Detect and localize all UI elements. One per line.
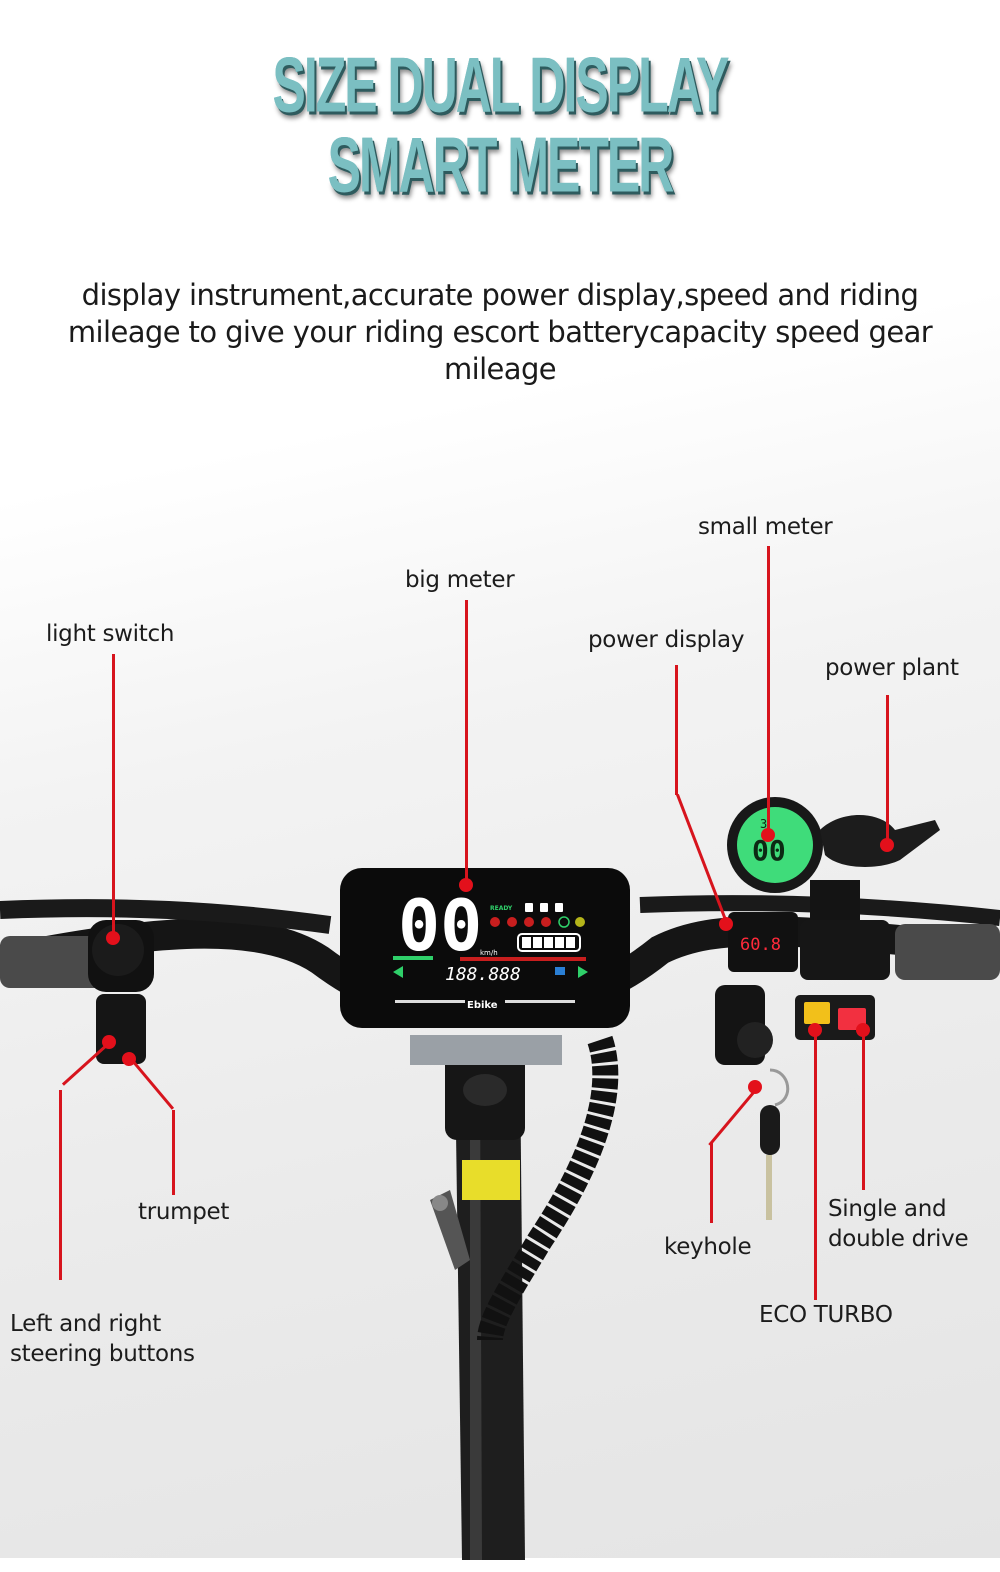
label-power-plant: power plant (825, 655, 959, 681)
description-line-3: mileage (443, 352, 557, 386)
svg-text:Ebike: Ebike (467, 1000, 498, 1011)
line-big-meter (465, 600, 468, 885)
label-small-meter: small meter (698, 514, 833, 540)
label-power-display: power display (588, 627, 745, 653)
dot-power-plant (880, 838, 894, 852)
label-big-meter: big meter (405, 567, 515, 593)
label-steering-buttons: Left and right steering buttons (10, 1311, 195, 1367)
headline-line-1: SIZE DUAL DISPLAY (0, 40, 1000, 130)
description-line-2: mileage to give your riding escort batte… (67, 315, 933, 349)
bottom-strip (0, 1558, 1000, 1572)
description-line-1: display instrument,accurate power displa… (81, 278, 919, 312)
svg-text:km/h: km/h (480, 949, 498, 957)
line-light-switch (112, 654, 115, 936)
label-light-switch: light switch (46, 621, 175, 647)
svg-text:3: 3 (760, 817, 767, 831)
big-meter-speed: 00 (398, 885, 482, 967)
dot-power-display (719, 917, 733, 931)
dot-light-switch (106, 931, 120, 945)
label-trumpet: trumpet (138, 1199, 230, 1225)
svg-text:188.888: 188.888 (445, 964, 521, 985)
headline-line-2: SMART METER (0, 120, 1000, 210)
line-power-display-1 (675, 665, 678, 795)
description: display instrument,accurate power displa… (40, 277, 960, 388)
label-keyhole: keyhole (664, 1234, 752, 1260)
dot-eco-turbo (808, 1023, 822, 1037)
dot-trumpet (122, 1052, 136, 1066)
line-steering-1 (59, 1090, 62, 1280)
dot-steering (102, 1035, 116, 1049)
power-display-value: 60.8 (740, 935, 781, 955)
label-eco-turbo: ECO TURBO (759, 1302, 893, 1328)
line-small-meter (767, 546, 770, 836)
dot-keyhole (748, 1080, 762, 1094)
line-single-double-drive (862, 1030, 865, 1190)
dot-single-double-drive (856, 1023, 870, 1037)
dot-small-meter (761, 828, 775, 842)
line-trumpet-1 (172, 1110, 175, 1195)
svg-text:READY: READY (490, 905, 513, 912)
label-single-double-drive: Single and double drive (828, 1196, 969, 1252)
line-keyhole-1 (710, 1143, 713, 1223)
dot-big-meter (459, 878, 473, 892)
line-power-plant (886, 695, 889, 845)
line-eco-turbo (814, 1030, 817, 1300)
